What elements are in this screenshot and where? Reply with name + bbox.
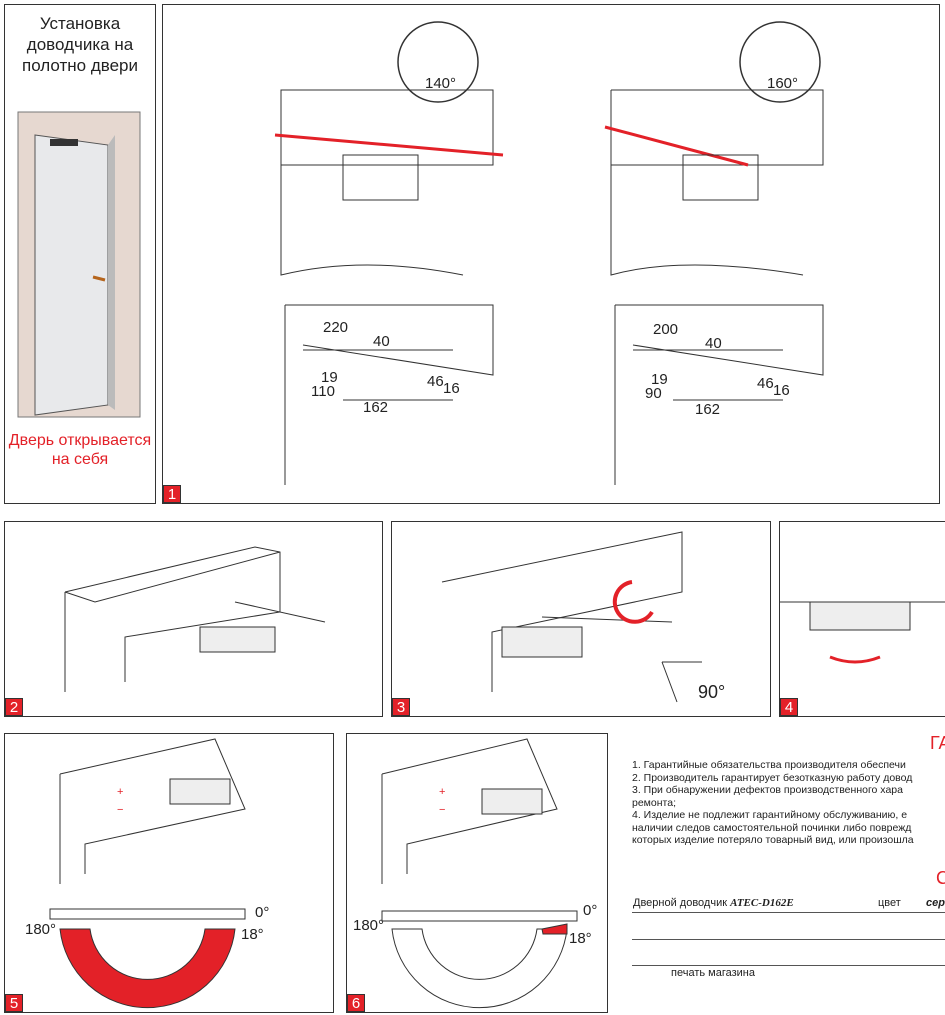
- step-2-illustration: [64, 546, 326, 692]
- warranty-item: 1. Гарантийные обязательства производите…: [632, 759, 906, 771]
- dim-label: 19: [321, 369, 338, 386]
- angle-90-label: 90°: [698, 682, 726, 702]
- door-panel-title: Установка доводчика на полотно двери: [22, 14, 138, 75]
- step-2-panel: 2: [4, 521, 383, 717]
- angle-18-label: 18°: [241, 926, 264, 943]
- dim-label: 46: [757, 375, 774, 392]
- dim-label: 110: [311, 383, 335, 400]
- warranty-list: 1. Гарантийные обязательства производите…: [632, 759, 945, 847]
- dim-label: 162: [695, 401, 721, 418]
- dim-label: 46: [427, 373, 444, 390]
- color-label: цвет: [878, 897, 901, 909]
- dim-label: 162: [363, 399, 389, 416]
- step-5-illustration: [49, 738, 246, 1009]
- angle-18-label: 18°: [569, 930, 592, 947]
- step-1-panel: 140° 160° 220 40 19 46 16 110 162 200 40…: [162, 4, 940, 504]
- warranty-item: наличии следов самостоятельной починки л…: [632, 821, 912, 834]
- color-value: сер: [926, 897, 945, 909]
- step-number: 6: [347, 994, 365, 1012]
- minus-icon: −: [117, 804, 124, 816]
- step-6-illustration: [381, 738, 578, 1009]
- dim-label: 90: [645, 385, 662, 402]
- product-row: Дверной доводчик ATEC-D162E цвет сер: [633, 897, 945, 909]
- dim-label: 200: [653, 321, 679, 338]
- warranty-item: 2. Производитель гарантирует безотказную…: [632, 771, 913, 784]
- plus-icon: +: [439, 786, 446, 798]
- warranty-item: которых изделие потеряло товарный вид, и…: [632, 834, 914, 846]
- step-number: 1: [163, 485, 181, 503]
- angle-140-label: 140°: [425, 75, 457, 92]
- dim-label: 40: [373, 333, 390, 350]
- section-title: С: [936, 868, 945, 888]
- dim-label: 16: [443, 380, 460, 397]
- step-6-panel: + − 0° 180° 18° 6: [346, 733, 608, 1013]
- product-label: Дверной доводчик: [633, 897, 728, 909]
- step-number: 4: [780, 698, 798, 716]
- step-3-panel: 90° 3: [391, 521, 771, 717]
- angle-0-label: 0°: [583, 902, 598, 919]
- stamp-label: печать магазина: [671, 967, 755, 979]
- step-number: 2: [5, 698, 23, 716]
- door-closer-icon: [50, 139, 78, 146]
- warranty-title: ГА: [930, 733, 945, 753]
- angle-180-label: 180°: [353, 917, 385, 934]
- step-3-illustration: [441, 531, 702, 703]
- angle-180-label: 180°: [25, 921, 57, 938]
- step-number: 3: [392, 698, 410, 716]
- step-4-panel: 4: [779, 521, 945, 717]
- step-5-panel: + − 0° 180° 18° 5: [4, 733, 334, 1013]
- door-illustration: [17, 111, 141, 418]
- plus-icon: +: [117, 786, 124, 798]
- form-line: [632, 965, 945, 966]
- dim-label: 16: [773, 382, 790, 399]
- form-line: [632, 912, 945, 913]
- step-1-illustration: [274, 21, 824, 485]
- dim-label: 40: [705, 335, 722, 352]
- door-handle-icon: [92, 275, 106, 282]
- angle-0-label: 0°: [255, 904, 270, 921]
- product-model: ATEC-D162E: [730, 897, 794, 909]
- dim-label: 19: [651, 371, 668, 388]
- form-line: [632, 939, 945, 940]
- door-opens-note: Дверь открывается на себя: [8, 432, 152, 468]
- door-install-panel: Установка доводчика на полотно двери Две…: [4, 4, 156, 504]
- step-4-illustration: [780, 601, 945, 664]
- warranty-item: 3. При обнаружении дефектов производстве…: [632, 784, 903, 796]
- warranty-item: ремонта;: [632, 796, 676, 809]
- minus-icon: −: [439, 804, 446, 816]
- angle-160-label: 160°: [767, 75, 799, 92]
- dim-label: 220: [323, 319, 349, 336]
- step-number: 5: [5, 994, 23, 1012]
- warranty-item: 4. Изделие не подлежит гарантийному обсл…: [632, 809, 908, 821]
